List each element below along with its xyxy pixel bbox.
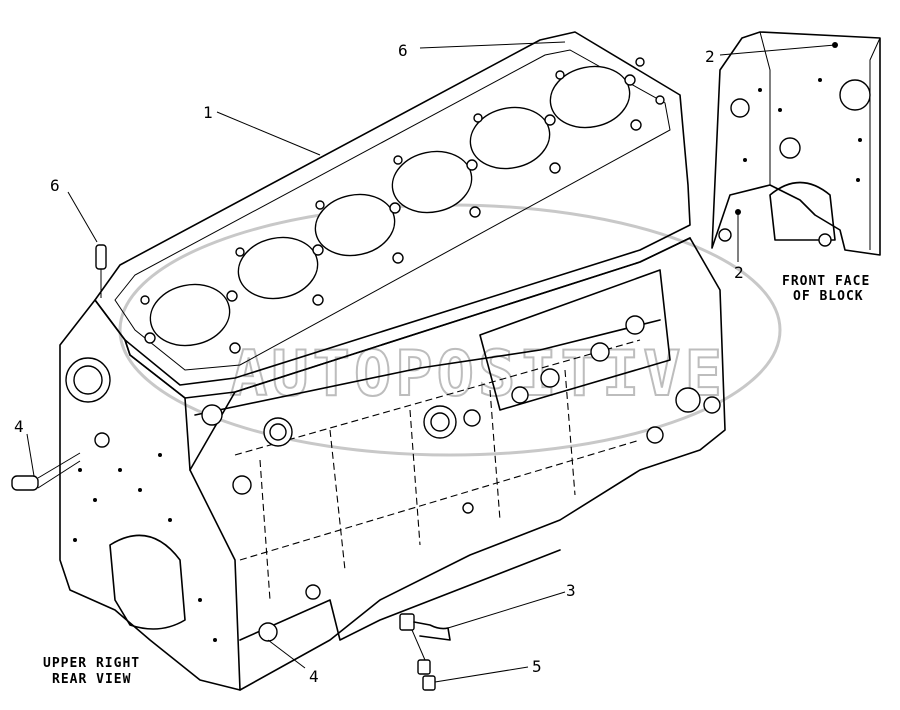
- caption-front-line2: OF BLOCK: [793, 289, 864, 304]
- callout-6-left: 6: [50, 176, 60, 195]
- callout-2-bottom: 2: [734, 263, 744, 282]
- watermark: AUTOPOSITIVE: [118, 203, 782, 457]
- callout-5: 5: [532, 657, 542, 676]
- callout-3: 3: [566, 581, 576, 600]
- callout-1: 1: [203, 103, 213, 122]
- caption-rear-line1: UPPER RIGHT: [43, 656, 140, 671]
- callout-4-bottom: 4: [309, 667, 319, 686]
- deck-holes: [140, 57, 665, 354]
- dowel-pin-left: [95, 244, 107, 298]
- leader-lines: [26, 41, 836, 683]
- block-side-face: [189, 237, 726, 691]
- plug-left: [11, 452, 81, 491]
- callout-2-top: 2: [705, 47, 715, 66]
- sensor-assembly: [399, 613, 451, 691]
- engine-block-main-view: [59, 31, 726, 691]
- watermark-text: AUTOPOSITIVE: [230, 337, 726, 410]
- caption-rear-line2: REAR VIEW: [52, 672, 131, 687]
- cylinder-bores: [149, 65, 631, 347]
- callout-6-top: 6: [398, 41, 408, 60]
- block-rear-face: [59, 299, 241, 691]
- caption-front-line1: FRONT FACE: [782, 274, 870, 289]
- front-face-inset: [711, 31, 881, 256]
- block-top-deck: [94, 31, 691, 386]
- callout-4-left: 4: [14, 417, 24, 436]
